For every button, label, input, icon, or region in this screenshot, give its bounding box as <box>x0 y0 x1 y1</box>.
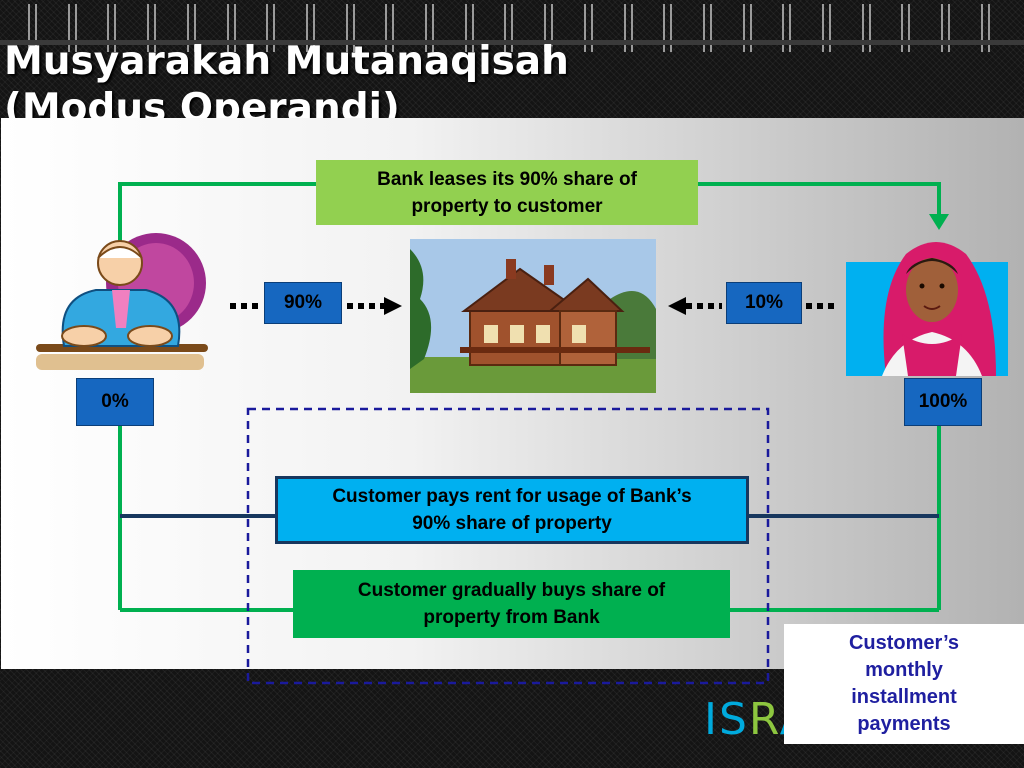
customer-woman-clipart-icon <box>846 242 1008 376</box>
share-to-house-arrow <box>384 297 402 315</box>
spiral-loop <box>822 4 831 52</box>
spiral-loop <box>901 4 911 52</box>
title-line-1: Musyarakah Mutanaqisah <box>4 39 569 84</box>
spiral-loop <box>544 4 554 52</box>
customer-share-badge: 10% <box>726 282 802 324</box>
spiral-loop <box>782 4 792 52</box>
spiral-loop <box>623 4 633 52</box>
rent-box-line-1: Customer pays rent for usage of Bank’s <box>332 486 692 507</box>
customer-end-badge: 100% <box>904 378 982 426</box>
spiral-loop <box>663 4 673 52</box>
spiral-loop <box>305 4 315 52</box>
rent-box-line-2: 90% share of property <box>412 513 612 534</box>
customer-share-to-house-arrow <box>668 297 686 315</box>
bank-end-badge: 0% <box>76 378 154 426</box>
installment-line-4: payments <box>857 713 951 735</box>
buy-box-line-1: Customer gradually buys share of <box>357 580 666 601</box>
spiral-loop <box>385 4 395 52</box>
spiral-loop <box>742 4 752 52</box>
spiral-loop <box>941 4 951 52</box>
banker-clipart-icon <box>36 233 208 370</box>
bank-share-badge: 90% <box>264 282 342 324</box>
brand-part-2: R <box>748 694 780 745</box>
installment-note: Customer’s monthly installment payments <box>784 624 1024 744</box>
installment-dashed-frame <box>246 407 770 685</box>
spiral-loop <box>107 4 117 52</box>
spiral-loop <box>186 4 196 52</box>
lease-box-line-2: property to customer <box>411 195 603 217</box>
house-clipart-icon <box>410 239 656 393</box>
lease-arrow-head <box>929 214 949 230</box>
buy-box-line-2: property from Bank <box>423 607 600 628</box>
spiral-loop <box>980 4 990 52</box>
buy-share-box: Customer gradually buys share of property… <box>293 570 730 638</box>
installment-line-2: monthly <box>865 659 943 681</box>
rent-box: Customer pays rent for usage of Bank’s 90… <box>275 476 749 544</box>
spiral-loop <box>583 4 593 52</box>
spiral-loop <box>67 4 77 52</box>
binding-bar <box>0 40 1024 45</box>
spiral-loop <box>425 4 434 52</box>
spiral-loop <box>504 4 514 52</box>
spiral-loop <box>702 4 712 52</box>
spiral-loop <box>28 4 37 52</box>
spiral-loop <box>345 4 355 52</box>
spiral-loop <box>226 4 236 52</box>
installment-line-1: Customer’s <box>848 632 960 654</box>
brand-part-1: IS <box>704 694 749 745</box>
lease-box: Bank leases its 90% share of property to … <box>316 160 698 225</box>
spiral-loop <box>861 4 871 52</box>
spiral-loop <box>464 4 474 52</box>
spiral-loop <box>147 4 157 52</box>
lease-box-line-1: Bank leases its 90% share of <box>377 168 637 190</box>
installment-line-3: installment <box>851 686 957 708</box>
spiral-loop <box>266 4 276 52</box>
